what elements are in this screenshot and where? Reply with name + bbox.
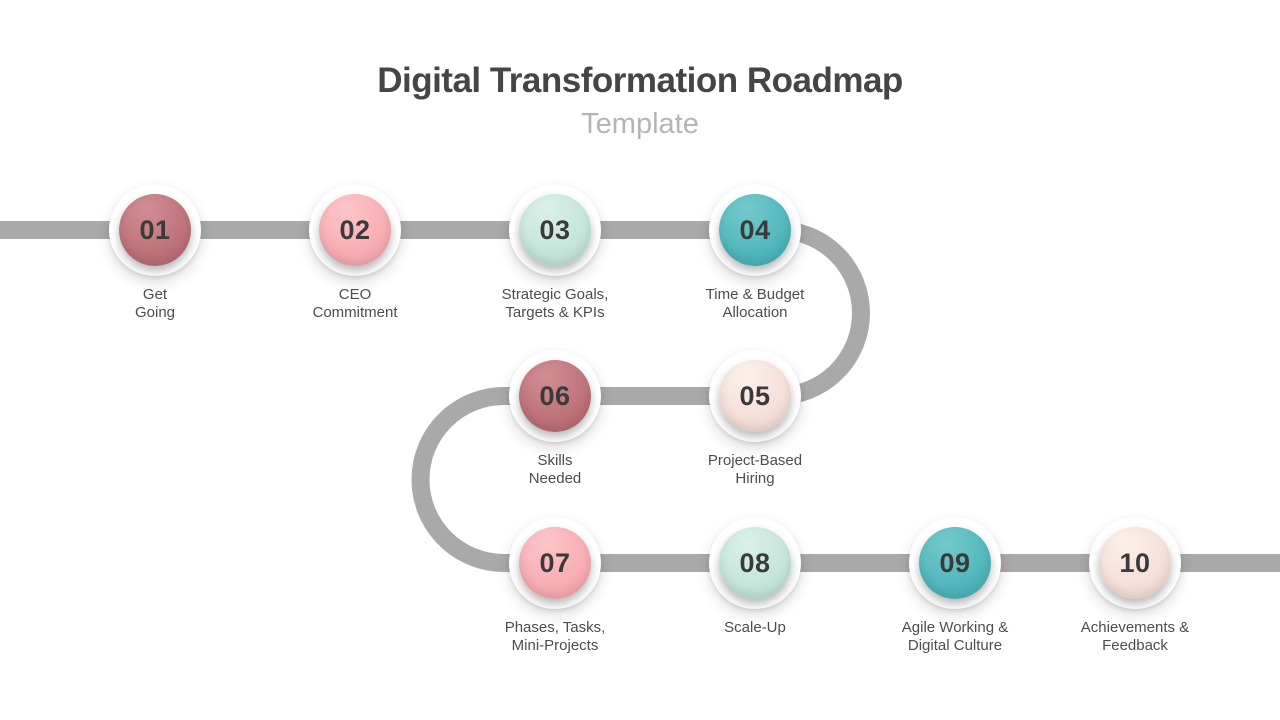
step-label-line: Scale-Up <box>724 619 786 636</box>
step-label: Agile Working &Digital Culture <box>840 619 1070 654</box>
step-circle[interactable]: 05 <box>709 350 801 442</box>
step-label-line: Get <box>142 286 168 303</box>
step-number: 02 <box>339 214 371 245</box>
step-label: Scale-Up <box>640 619 870 637</box>
step-label-line: Agile Working & <box>901 619 1009 636</box>
step-label-line: Digital Culture <box>907 636 1003 654</box>
step-node: 10 Achievements &Feedback <box>1081 517 1189 654</box>
step-label-line: Needed <box>528 469 582 487</box>
step-node: 07 Phases, Tasks,Mini-Projects <box>505 517 605 654</box>
step-number: 08 <box>739 547 771 578</box>
step-label-line: Project-Based <box>707 452 803 469</box>
step-number: 07 <box>539 547 571 578</box>
slide-header: Digital Transformation Roadmap Template <box>0 61 1280 140</box>
step-node: 03 Strategic Goals,Targets & KPIs <box>502 184 608 321</box>
step-label-line: Mini-Projects <box>511 636 599 654</box>
step-circle[interactable]: 02 <box>309 184 401 276</box>
step-circle-fill: 08 <box>719 527 791 599</box>
step-node: 09 Agile Working &Digital Culture <box>902 517 1008 654</box>
step-number: 09 <box>939 547 971 578</box>
step-label-line: Achievements & <box>1080 619 1190 636</box>
step-circle-fill: 10 <box>1099 527 1171 599</box>
step-label-line: Feedback <box>1102 636 1168 654</box>
step-label-line: Going <box>134 303 176 321</box>
step-number: 10 <box>1119 547 1151 578</box>
step-circle-fill: 06 <box>519 360 591 432</box>
step-label: Achievements &Feedback <box>1020 619 1250 654</box>
step-label-line: Hiring <box>735 469 775 487</box>
page-title: Digital Transformation Roadmap <box>377 61 903 100</box>
step-circle[interactable]: 08 <box>709 517 801 609</box>
step-label-line: CEO <box>338 286 372 303</box>
step-circle-fill: 04 <box>719 194 791 266</box>
step-circle-fill: 07 <box>519 527 591 599</box>
step-number: 01 <box>139 214 171 245</box>
roadmap-path-line <box>0 221 1280 572</box>
step-circle[interactable]: 01 <box>109 184 201 276</box>
step-node: 08 Scale-Up <box>709 517 801 636</box>
step-number: 06 <box>539 380 571 411</box>
step-circle[interactable]: 10 <box>1089 517 1181 609</box>
step-circle-fill: 01 <box>119 194 191 266</box>
step-circle[interactable]: 07 <box>509 517 601 609</box>
step-circle[interactable]: 06 <box>509 350 601 442</box>
step-label-line: Allocation <box>722 303 788 321</box>
step-circle[interactable]: 03 <box>509 184 601 276</box>
step-circle-fill: 03 <box>519 194 591 266</box>
step-circle-fill: 05 <box>719 360 791 432</box>
step-number: 04 <box>739 214 771 245</box>
step-circle[interactable]: 09 <box>909 517 1001 609</box>
step-circle-fill: 02 <box>319 194 391 266</box>
step-number: 05 <box>739 380 771 411</box>
step-circle-fill: 09 <box>919 527 991 599</box>
step-label-line: Skills <box>537 452 573 469</box>
step-circle[interactable]: 04 <box>709 184 801 276</box>
step-label-line: Time & Budget <box>705 286 805 303</box>
step-number: 03 <box>539 214 571 245</box>
step-label: Strategic Goals,Targets & KPIs <box>440 286 670 321</box>
page-subtitle: Template <box>581 107 699 140</box>
step-label-line: Commitment <box>312 303 398 321</box>
step-label-line: Targets & KPIs <box>505 303 605 321</box>
step-label-line: Strategic Goals, <box>501 286 609 303</box>
step-label-line: Phases, Tasks, <box>504 619 606 636</box>
step-label: Phases, Tasks,Mini-Projects <box>440 619 670 654</box>
